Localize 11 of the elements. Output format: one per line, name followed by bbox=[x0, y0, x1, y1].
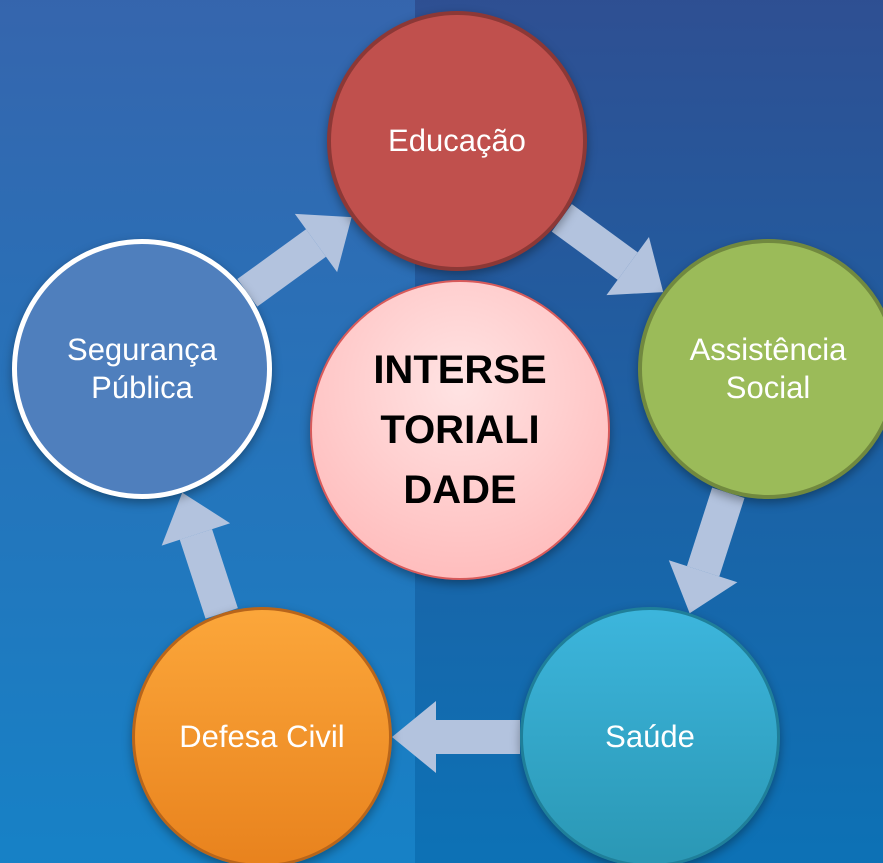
block-arrow bbox=[237, 214, 352, 307]
circle-label: Assistência Social bbox=[688, 331, 848, 407]
block-arrow bbox=[668, 488, 744, 614]
circle-label: Defesa Civil bbox=[178, 718, 346, 756]
block-arrow bbox=[162, 492, 238, 619]
circle-label: Educação bbox=[387, 122, 527, 160]
block-arrow bbox=[552, 204, 664, 296]
block-arrow bbox=[392, 701, 520, 773]
circle-label: Saúde bbox=[604, 718, 696, 756]
circle-label: Segurança Pública bbox=[66, 331, 218, 407]
center-title: INTERSE TORIALI DADE bbox=[372, 347, 548, 514]
